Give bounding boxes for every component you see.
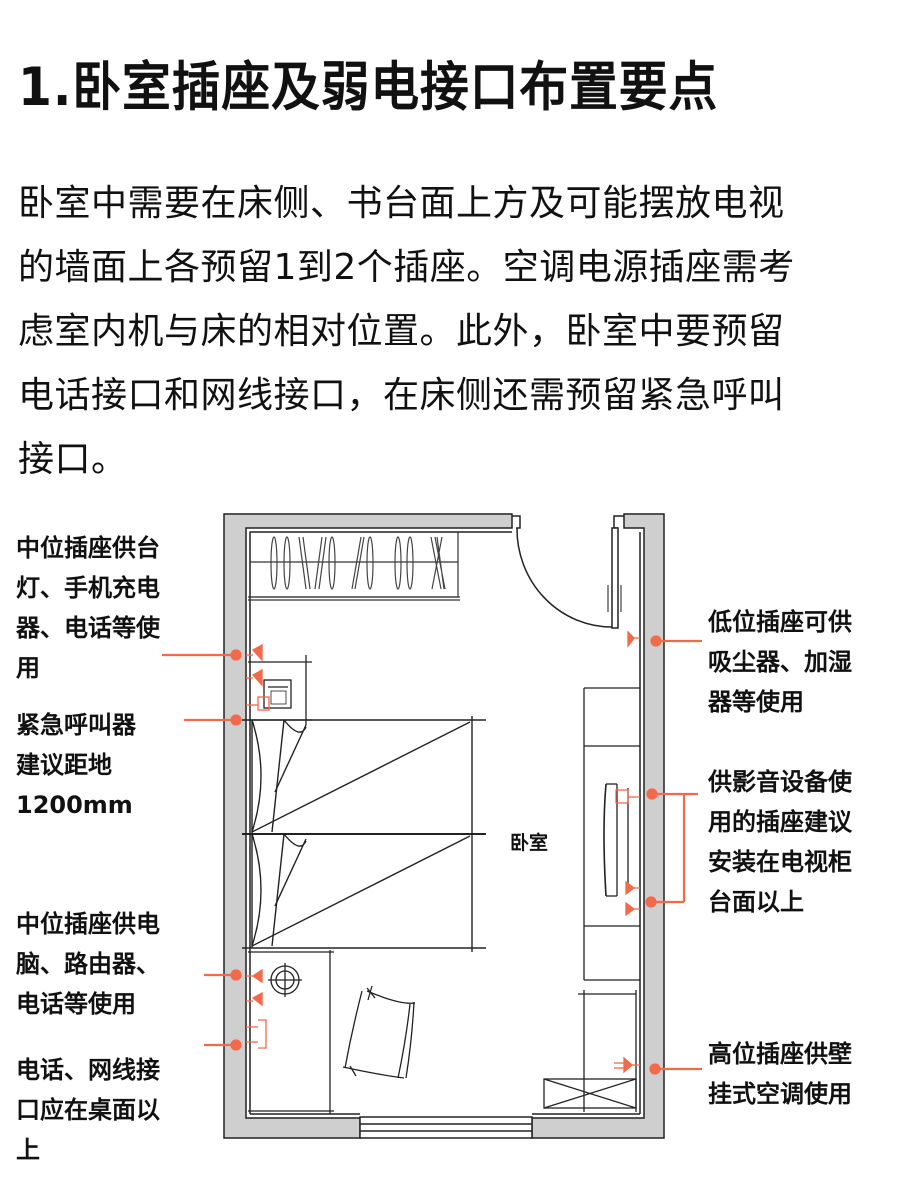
desk	[248, 950, 416, 1114]
desk-lamp-icon	[268, 963, 302, 997]
annotation-line: 1200mm	[16, 791, 133, 819]
window	[359, 1116, 533, 1139]
storage-cabinet	[543, 990, 637, 1112]
annotation-line: 脑、路由器、	[16, 950, 160, 978]
annotation-low-socket: 低位插座可供 吸尘器、加湿 器等使用	[708, 602, 852, 722]
annotation-line: 台面以上	[708, 888, 804, 916]
annotation-phone-network-port: 电话、网线接 口应在桌面以 上	[16, 1050, 160, 1170]
annotation-line: 用的插座建议	[708, 808, 852, 836]
page-title: 1.卧室插座及弱电接口布置要点	[18, 57, 719, 118]
intro-line: 卧室中需要在床侧、书台面上方及可能摆放电视	[18, 183, 785, 224]
chair-icon	[342, 985, 416, 1079]
intro-line: 虑室内机与床的相对位置。此外，卧室中要预留	[18, 311, 785, 352]
television-icon	[603, 783, 607, 897]
socket-icon	[246, 991, 263, 1007]
socket-icon	[246, 668, 263, 687]
socket-icon	[614, 1056, 640, 1074]
bedside-table	[248, 655, 312, 725]
walls	[223, 513, 665, 1139]
socket-icon	[625, 901, 640, 917]
network-port-icon	[246, 1019, 267, 1049]
annotation-line: 安装在电视柜	[708, 848, 852, 876]
telephone-icon	[263, 679, 292, 709]
socket-icon	[627, 630, 640, 648]
annotation-line: 低位插座可供	[708, 608, 852, 636]
annotation-line: 吸尘器、加湿	[708, 648, 852, 676]
annotation-line: 电话、网线接	[16, 1056, 160, 1084]
annotation-line: 器、电话等使	[16, 614, 160, 642]
socket-icon	[246, 643, 263, 662]
annotation-line: 供影音设备使	[708, 768, 852, 796]
annotation-line: 挂式空调使用	[708, 1080, 852, 1108]
intro-paragraph: 卧室中需要在床侧、书台面上方及可能摆放电视 的墙面上各预留1到2个插座。空调电源…	[18, 172, 898, 492]
annotation-line: 上	[16, 1136, 40, 1164]
annotation-bedside-mid-socket: 中位插座供台 灯、手机充电 器、电话等使 用	[16, 528, 160, 688]
av-port-icon	[615, 789, 640, 804]
leader-lines	[162, 635, 702, 1075]
annotation-line: 建议距地	[16, 751, 112, 779]
intro-line: 接口。	[18, 439, 128, 480]
tv-cabinet	[583, 687, 640, 981]
annotation-line: 高位插座供壁	[708, 1040, 852, 1068]
annotation-line: 电话等使用	[16, 990, 136, 1018]
socket-icon	[246, 968, 263, 984]
annotation-line: 紧急呼叫器	[16, 711, 136, 739]
annotation-line: 口应在桌面以	[16, 1096, 160, 1124]
intro-line: 的墙面上各预留1到2个插座。空调电源插座需考	[18, 247, 795, 288]
annotation-av-socket: 供影音设备使 用的插座建议 安装在电视柜 台面以上	[708, 762, 852, 922]
wardrobe	[248, 531, 460, 601]
intro-line: 电话接口和网线接口，在床侧还需预留紧急呼叫	[18, 375, 785, 416]
room-label: 卧室	[510, 832, 549, 854]
annotation-desk-mid-socket: 中位插座供电 脑、路由器、 电话等使用	[16, 904, 160, 1024]
annotation-line: 用	[16, 654, 40, 682]
wall-left-top	[223, 513, 513, 1139]
wall-right	[531, 513, 665, 1139]
socket-icon	[625, 880, 640, 896]
bed	[242, 716, 486, 952]
annotation-line: 中位插座供电	[16, 910, 160, 938]
emergency-call-button-icon	[246, 696, 270, 711]
annotation-line: 器等使用	[708, 688, 804, 716]
annotation-emergency-call: 紧急呼叫器 建议距地 1200mm	[16, 705, 136, 825]
socket-markers	[246, 630, 640, 1074]
annotation-high-socket: 高位插座供壁 挂式空调使用	[708, 1034, 852, 1114]
annotation-line: 中位插座供台	[16, 534, 160, 562]
door	[512, 515, 624, 629]
annotation-line: 灯、手机充电	[16, 574, 160, 602]
